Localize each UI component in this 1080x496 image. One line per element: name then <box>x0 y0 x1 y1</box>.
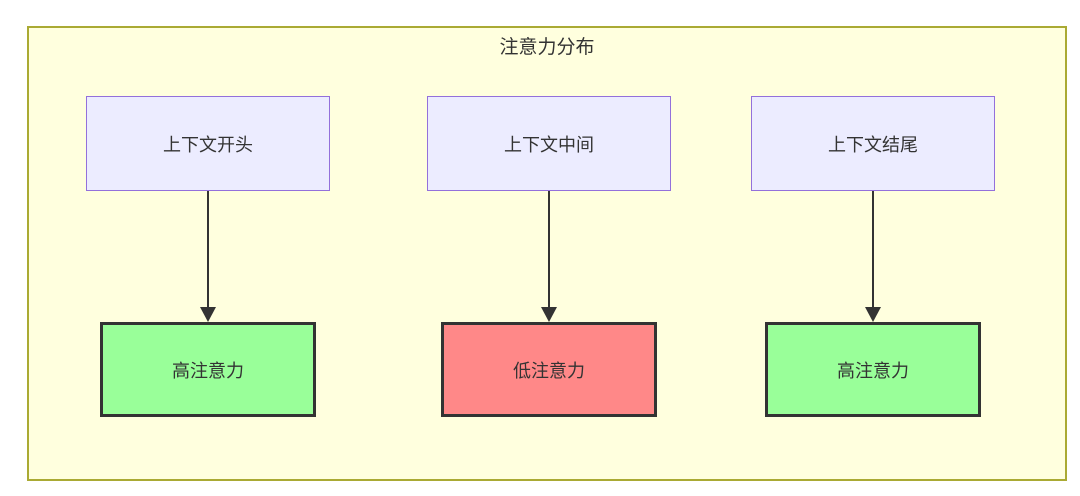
arrowhead-icon <box>200 307 216 322</box>
edge-line <box>548 191 550 307</box>
node-context-start: 上下文开头 <box>86 96 330 191</box>
arrowhead-icon <box>865 307 881 322</box>
flow-column-start: 上下文开头 高注意力 <box>86 96 330 417</box>
down-arrow-2 <box>541 191 557 322</box>
node-context-middle: 上下文中间 <box>427 96 671 191</box>
node-high-attention-1: 高注意力 <box>100 322 316 417</box>
down-arrow-1 <box>200 191 216 322</box>
flow-column-middle: 上下文中间 低注意力 <box>427 96 671 417</box>
node-high-attention-1-label: 高注意力 <box>172 360 244 381</box>
node-low-attention: 低注意力 <box>441 322 657 417</box>
node-low-attention-label: 低注意力 <box>513 360 585 381</box>
arrowhead-icon <box>541 307 557 322</box>
edge-line <box>207 191 209 307</box>
node-context-end: 上下文结尾 <box>751 96 995 191</box>
down-arrow-3 <box>865 191 881 322</box>
node-context-end-label: 上下文结尾 <box>828 134 918 155</box>
edge-line <box>872 191 874 307</box>
node-context-start-label: 上下文开头 <box>163 134 253 155</box>
flow-column-end: 上下文结尾 高注意力 <box>751 96 995 417</box>
node-context-middle-label: 上下文中间 <box>504 134 594 155</box>
node-high-attention-2: 高注意力 <box>765 322 981 417</box>
diagram-title: 注意力分布 <box>499 37 595 58</box>
node-high-attention-2-label: 高注意力 <box>837 360 909 381</box>
diagram-container: 注意力分布 上下文开头 高注意力 上下文中间 低注意力 上下文结尾 <box>27 26 1067 481</box>
